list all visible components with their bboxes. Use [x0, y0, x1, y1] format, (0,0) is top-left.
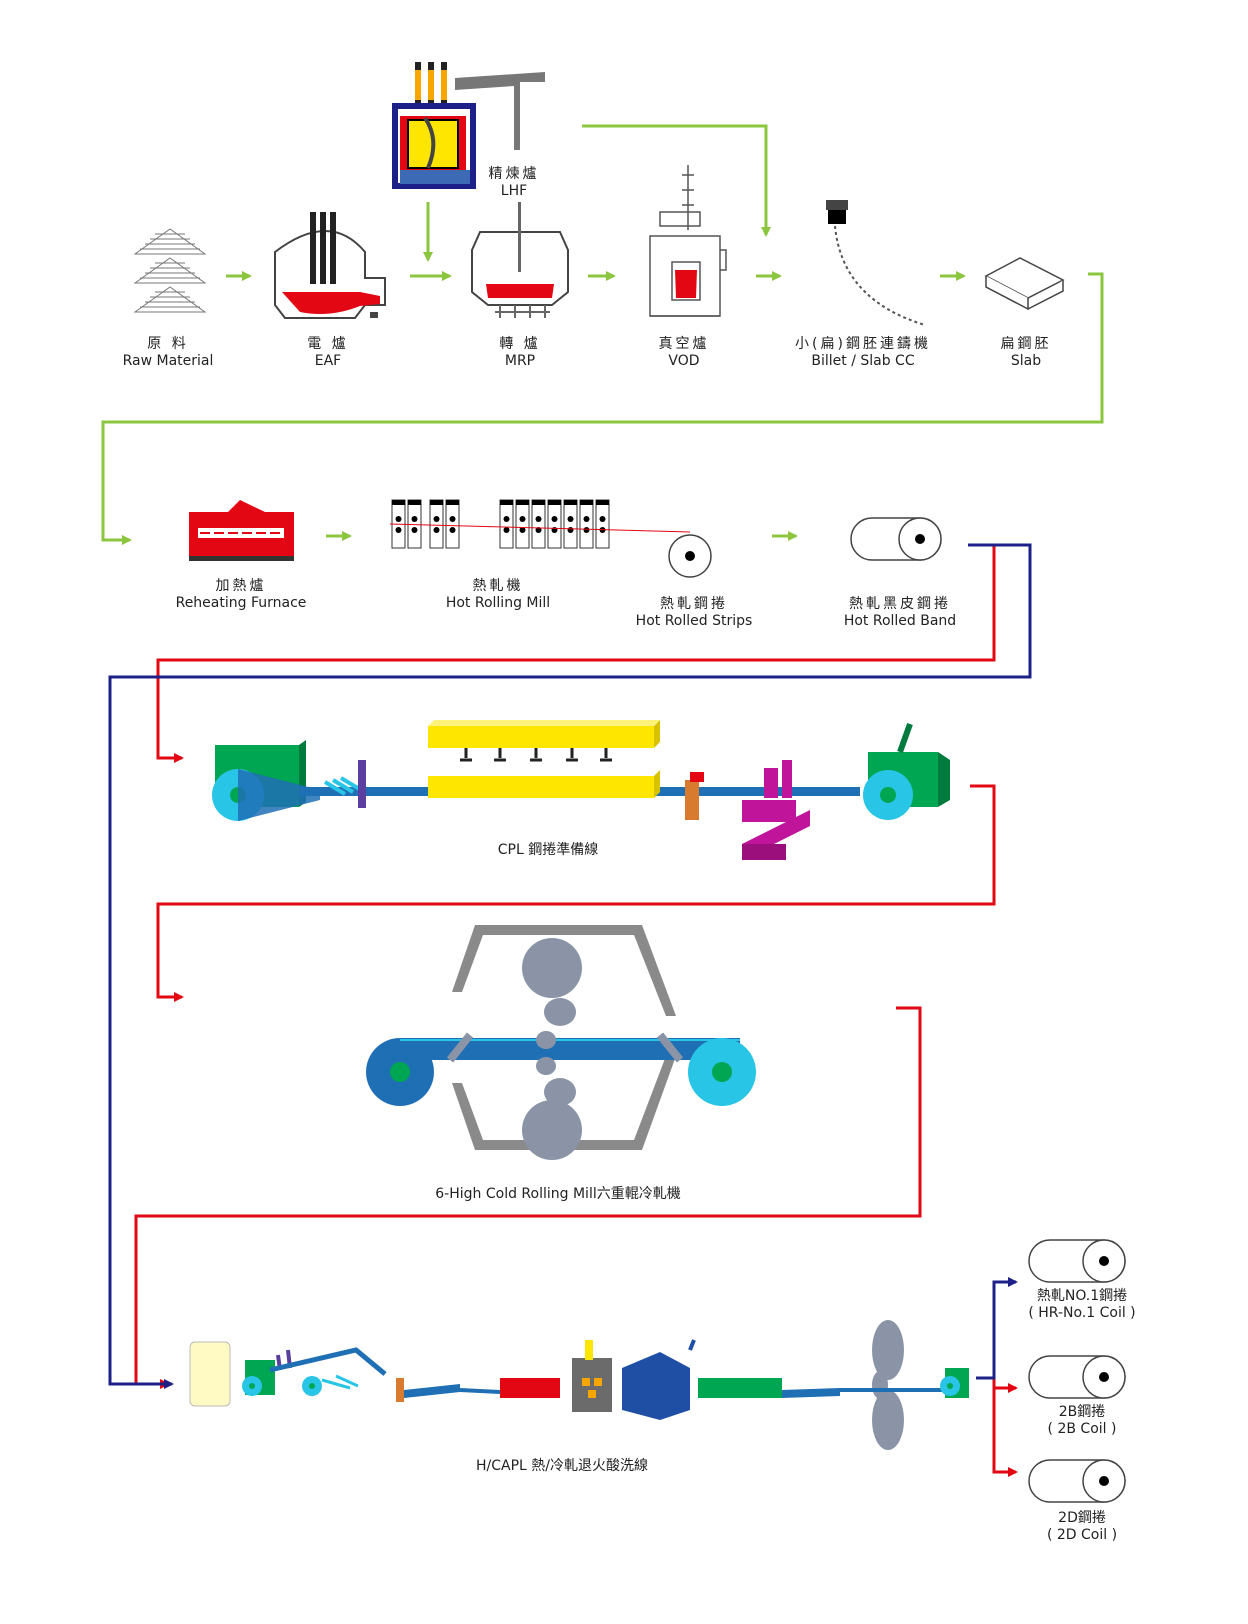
mill-stand-top — [548, 500, 561, 505]
2d-coil-icon — [1028, 1459, 1126, 1503]
mill-stand — [407, 499, 422, 549]
continuous-caster-icon — [826, 200, 926, 326]
mill-stand — [499, 499, 514, 549]
green-flow-arrows — [101, 124, 1104, 545]
label-continuous-caster: 小(扁)鋼胚連鑄機 Billet / Slab CC — [795, 336, 931, 369]
mill-stand-top — [408, 500, 421, 505]
label-hcapl: H/CAPL 熱/冷軋退火酸洗線 — [475, 1458, 649, 1474]
label-2b-coil: 2B鋼捲 ( 2B Coil ) — [1047, 1404, 1117, 1437]
mill-stand-top — [532, 500, 545, 505]
label-mrp: 轉 爐 MRP — [499, 336, 541, 369]
mill-roll — [551, 516, 558, 522]
mill-stand-top — [596, 500, 609, 505]
label-cpl: CPL 鋼捲準備線 — [497, 842, 599, 858]
label-slab: 扁鋼胚 Slab — [1000, 336, 1052, 369]
mill-roll — [567, 527, 574, 533]
mill-stand — [579, 499, 594, 549]
label-lhf: 精煉爐 LHF — [488, 166, 540, 199]
mill-stand — [531, 499, 546, 549]
mill-stand — [445, 499, 460, 549]
mill-stand-top — [580, 500, 593, 505]
mill-stand — [429, 499, 444, 549]
vod-vacuum-furnace-icon — [649, 165, 727, 317]
red-to-2d — [992, 1384, 1018, 1477]
mill-stand-top — [446, 500, 459, 505]
cpl-line-icon — [212, 720, 950, 860]
mill-stand-top — [392, 500, 405, 505]
slab-icon — [984, 257, 1065, 311]
mill-roll — [449, 516, 456, 522]
mill-stand — [547, 499, 562, 549]
mill-roll — [535, 516, 542, 522]
arrow-lhf-cc — [582, 124, 771, 237]
label-hr-no1-coil: 熱軋NO.1鋼捲 ( HR-No.1 Coil ) — [1028, 1288, 1136, 1321]
label-hot-rolled-band: 熱軋黑皮鋼捲 Hot Rolled Band — [843, 596, 957, 629]
blue-hcapl-out — [976, 1277, 1018, 1380]
hr-no1-coil-icon — [1028, 1239, 1126, 1283]
mill-stand — [515, 499, 530, 549]
mill-roll — [395, 516, 402, 522]
mill-roll — [503, 527, 510, 533]
label-reheating-furnace: 加熱爐 Reheating Furnace — [175, 578, 307, 611]
hcapl-line-icon — [189, 1320, 969, 1450]
arrow-slab-reheat — [101, 272, 1104, 545]
reheating-furnace-icon — [189, 500, 294, 561]
mill-roll — [567, 516, 574, 522]
mill-roll — [599, 516, 606, 522]
mill-roll — [519, 527, 526, 533]
hot-rolling-mill-icon — [391, 499, 610, 549]
six-high-mill-icon — [366, 925, 756, 1160]
hot-rolled-band-coil-icon — [850, 517, 942, 561]
label-eaf: 電 爐 EAF — [307, 336, 349, 369]
raw-material-icon — [133, 228, 207, 313]
label-2d-coil: 2D鋼捲 ( 2D Coil ) — [1046, 1510, 1118, 1543]
label-vod: 真空爐 VOD — [658, 336, 710, 369]
label-hot-rolled-strips: 熱軋鋼捲 Hot Rolled Strips — [635, 596, 753, 629]
eaf-furnace-icon — [274, 212, 386, 319]
mill-roll — [519, 516, 526, 522]
lhf-refining-furnace-icon — [392, 62, 545, 189]
mill-roll — [433, 516, 440, 522]
mill-stand — [595, 499, 610, 549]
mill-stand-top — [430, 500, 443, 505]
mrp-converter-icon — [471, 202, 569, 318]
mill-roll — [449, 527, 456, 533]
mill-roll — [583, 516, 590, 522]
mill-roll — [411, 527, 418, 533]
label-hot-rolling-mill: 熱軋機 Hot Rolling Mill — [445, 578, 551, 611]
mill-stand-top — [564, 500, 577, 505]
label-six-high-mill: 6-High Cold Rolling Mill六重輥冷軋機 — [435, 1186, 681, 1202]
mill-roll — [395, 527, 402, 533]
mill-roll — [433, 527, 440, 533]
mill-roll — [411, 516, 418, 522]
label-raw-material: 原 料 Raw Material — [122, 336, 214, 369]
mill-stand-top — [516, 500, 529, 505]
mill-roll — [503, 516, 510, 522]
2b-coil-icon — [1028, 1355, 1126, 1399]
blue-flow-lines — [108, 543, 1032, 1389]
mill-stand — [563, 499, 578, 549]
mill-roll — [583, 527, 590, 533]
red-cpl-to-mill — [156, 784, 996, 1002]
mill-stand-top — [500, 500, 513, 505]
red-to-2b — [992, 1378, 1018, 1393]
hot-rolled-strip-coil-icon — [389, 523, 712, 578]
blue-hrb-to-hcapl — [108, 543, 1032, 1389]
